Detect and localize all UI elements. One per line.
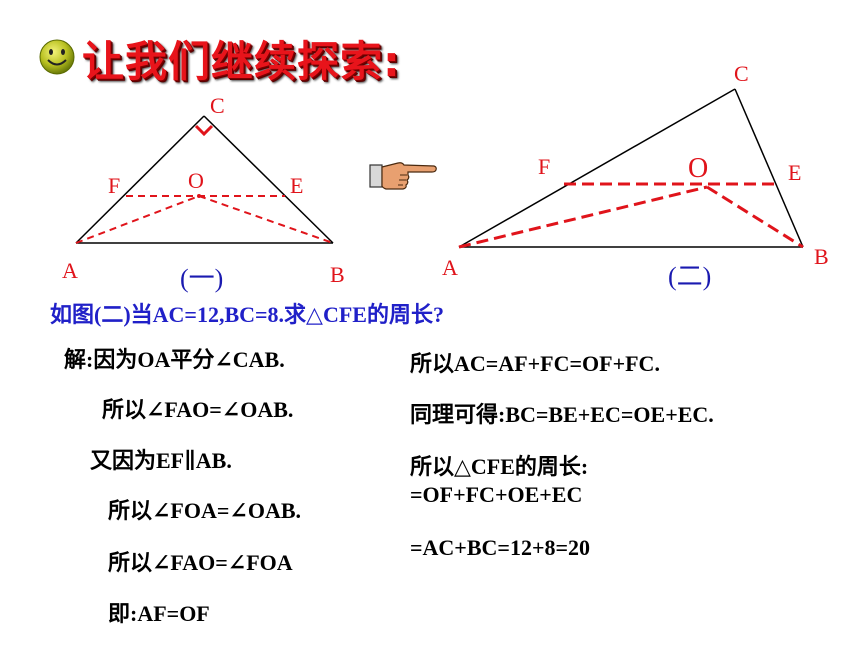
fig2-label-F: F [538, 154, 551, 179]
figure1-solid-lines [75, 115, 334, 244]
question-text: 如图(二)当AC=12,BC=8.求△CFE的周长? [50, 302, 444, 327]
solution-right-line-2: 同理可得:BC=BE+EC=OE+EC. [410, 402, 714, 427]
fig1-label-A: A [62, 258, 78, 283]
fig1-label-B: B [330, 262, 345, 287]
pointing-hand-icon [369, 162, 437, 190]
solution-line-6: 即:AF=OF [108, 601, 210, 626]
solution-line-3: 又因为EF∥AB. [90, 448, 232, 473]
fig1-caption: (一) [180, 264, 224, 293]
figure1-dashed-lines [75, 195, 334, 244]
figure2-solid-lines [458, 88, 804, 248]
fig1-label-C: C [210, 93, 225, 118]
fig2-label-B: B [814, 244, 829, 269]
fig2-label-C: C [734, 61, 749, 86]
smiley-icon [39, 39, 75, 75]
fig2-label-O: O [688, 153, 709, 184]
solution-line-1: 解:因为OA平分∠CAB. [64, 347, 285, 372]
fig1-label-O: O [188, 168, 204, 193]
solution-right-line-3: 所以△CFE的周长: [410, 454, 589, 479]
solution-line-2: 所以∠FAO=∠OAB. [102, 397, 294, 422]
solution-line-5: 所以∠FAO=∠FOA [108, 550, 293, 575]
solution-line-4: 所以∠FOA=∠OAB. [108, 498, 302, 523]
figure2-dashed-lines [458, 182, 804, 249]
fig2-caption: (二) [668, 262, 712, 291]
page-title: 让我们继续探索: [82, 37, 401, 86]
solution-right-line-1: 所以AC=AF+FC=OF+FC. [410, 351, 660, 376]
solution-right-line-5: =AC+BC=12+8=20 [410, 535, 591, 560]
fig1-label-F: F [108, 173, 121, 198]
fig2-label-A: A [442, 255, 458, 280]
fig2-label-E: E [788, 160, 802, 185]
fig1-label-E: E [290, 173, 304, 198]
solution-right-line-4: =OF+FC+OE+EC [410, 482, 583, 507]
right-angle-mark [194, 124, 214, 137]
